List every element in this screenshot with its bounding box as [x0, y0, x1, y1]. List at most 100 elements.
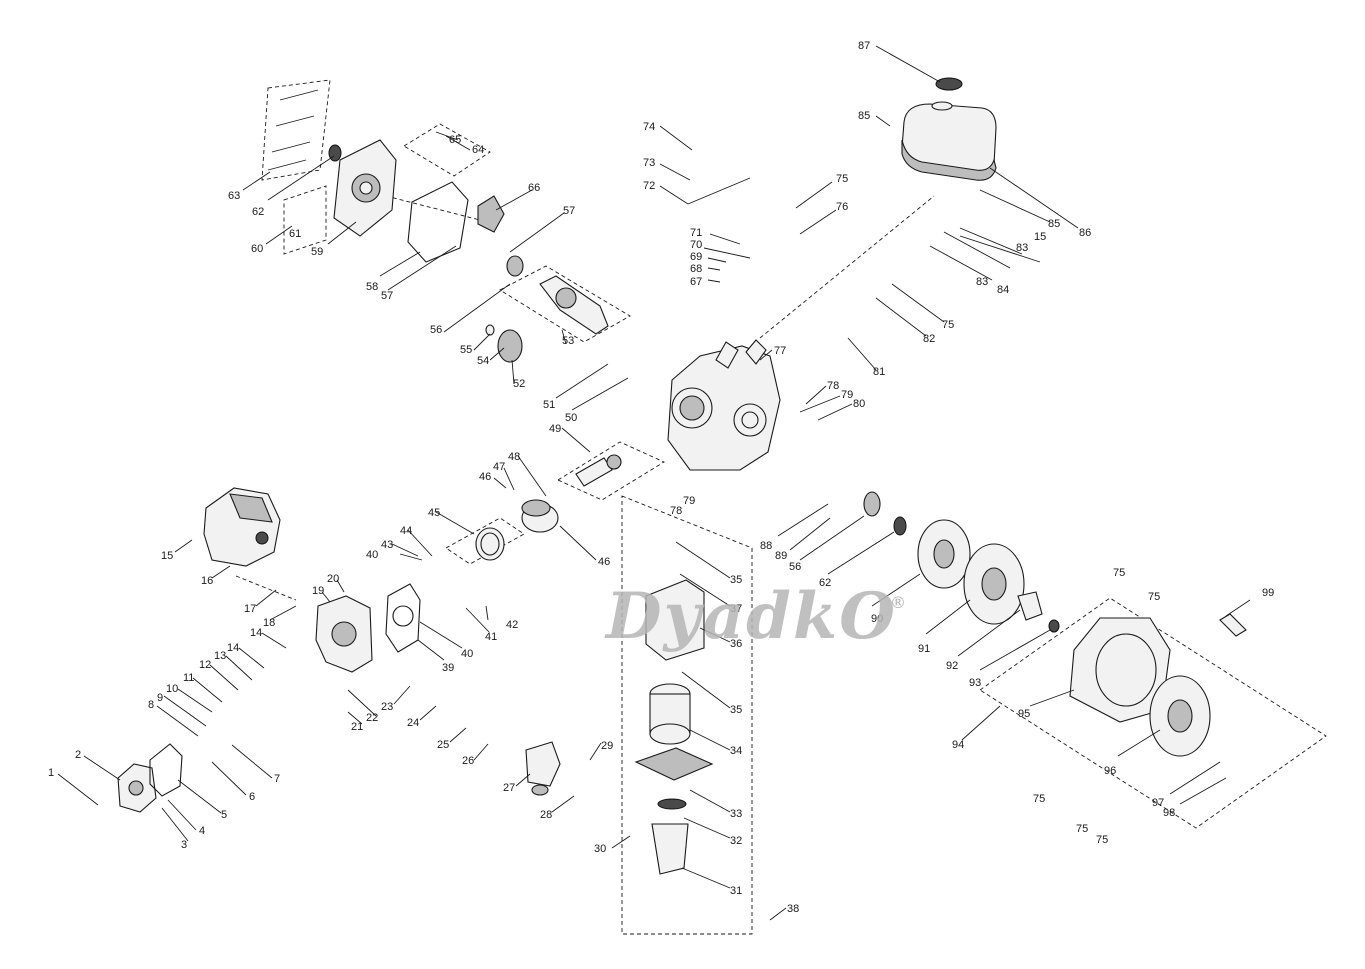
gasket-58: [407, 181, 469, 263]
fuel-tank-base: [901, 139, 997, 181]
callout-46b: 46: [598, 556, 610, 568]
callout-55: 55: [460, 344, 472, 356]
callout-16: 16: [201, 575, 213, 587]
callout-40a: 40: [461, 648, 473, 660]
callout-9: 9: [157, 692, 163, 704]
head-valve-seat: [331, 621, 357, 647]
callout-33: 33: [730, 808, 742, 820]
piston-crown: [521, 499, 551, 517]
muffler-outlet: [255, 531, 269, 545]
callout-93: 93: [969, 677, 981, 689]
callout-48: 48: [508, 451, 520, 463]
group-outline-64-65: [403, 123, 491, 177]
callout-73: 73: [643, 157, 655, 169]
watermark-registered-symbol: ®: [890, 593, 906, 612]
cylinder-bore-inner: [679, 395, 705, 421]
callout-5: 5: [221, 809, 227, 821]
callout-75c: 75: [1113, 567, 1125, 579]
callout-62a: 62: [252, 206, 264, 218]
muffler-shield: [229, 493, 273, 523]
callout-50: 50: [565, 412, 577, 424]
air-filter-seal: [657, 798, 687, 810]
callout-39: 39: [442, 662, 454, 674]
callout-68: 68: [690, 263, 702, 275]
callout-25: 25: [437, 739, 449, 751]
callout-81: 81: [873, 366, 885, 378]
callout-63: 63: [228, 190, 240, 202]
callout-19: 19: [312, 585, 324, 597]
side-cover-boss-inner: [359, 181, 373, 195]
callout-27: 27: [503, 782, 515, 794]
callout-6: 6: [249, 791, 255, 803]
callout-37: 37: [730, 603, 742, 615]
callout-99: 99: [1262, 587, 1274, 599]
crank-gear: [477, 195, 505, 233]
callout-60: 60: [251, 243, 263, 255]
flywheel-hub: [933, 539, 955, 569]
rocker-gasket: [149, 743, 183, 797]
group-outline-60-61: [283, 185, 327, 255]
callout-14b: 14: [250, 627, 262, 639]
callout-57a: 57: [381, 290, 393, 302]
callout-69: 69: [690, 251, 702, 263]
callout-83b: 83: [1016, 242, 1028, 254]
guide-line-muffler: [235, 575, 297, 601]
callout-64: 64: [472, 144, 484, 156]
callout-44: 44: [400, 525, 412, 537]
callout-35a: 35: [730, 704, 742, 716]
callout-86: 86: [1079, 227, 1091, 239]
callout-26: 26: [462, 755, 474, 767]
callout-95: 95: [1018, 708, 1030, 720]
callout-67: 67: [690, 276, 702, 288]
callout-42: 42: [506, 619, 518, 631]
callout-labels: 1 2 3 4 5 6 7 8 9 10 11 12 13 14 14 15 1…: [48, 40, 1274, 915]
air-filter-housing: [651, 823, 689, 875]
group-outline-connecting-rod: [557, 441, 665, 501]
bearing-56-right: [863, 491, 881, 517]
fuel-cap-87: [935, 77, 963, 91]
leader-lines: [57, 45, 1251, 921]
callout-85b: 85: [1048, 218, 1060, 230]
callout-2: 2: [75, 749, 81, 761]
callout-32: 32: [730, 835, 742, 847]
air-filter-cover: [645, 579, 705, 661]
o-ring-55: [485, 324, 495, 336]
callout-97: 97: [1152, 797, 1164, 809]
callout-91: 91: [918, 643, 930, 655]
callout-43: 43: [381, 539, 393, 551]
callout-78a: 78: [827, 380, 839, 392]
callout-51: 51: [543, 399, 555, 411]
callout-21: 21: [351, 721, 363, 733]
callout-47: 47: [493, 461, 505, 473]
carburetor: [525, 741, 561, 787]
callout-24: 24: [407, 717, 419, 729]
air-filter-element-bottom: [649, 723, 691, 745]
callout-12: 12: [199, 659, 211, 671]
parts: [117, 77, 1247, 875]
callout-15b: 15: [1034, 231, 1046, 243]
guide-line-tank: [759, 195, 935, 339]
callout-23: 23: [381, 701, 393, 713]
starter-handle: [1219, 613, 1247, 637]
callout-80: 80: [853, 398, 865, 410]
carb-bowl: [531, 784, 549, 796]
crankshaft: [539, 275, 609, 335]
callout-84: 84: [997, 284, 1009, 296]
callout-8: 8: [148, 699, 154, 711]
group-outlines: [235, 79, 1327, 935]
group-outline-fan-cover: [979, 597, 1327, 829]
callout-49: 49: [549, 423, 561, 435]
callout-96: 96: [1104, 765, 1116, 777]
group-outline-piston-rings: [445, 517, 525, 565]
callout-34: 34: [730, 745, 742, 757]
callout-56a: 56: [430, 324, 442, 336]
callout-76: 76: [836, 201, 848, 213]
air-filter-base: [634, 747, 714, 781]
callout-79a: 79: [841, 389, 853, 401]
callout-89: 89: [775, 550, 787, 562]
callout-75g: 75: [1096, 834, 1108, 846]
fan-cover-opening: [1095, 633, 1157, 707]
piston-rings-inner: [480, 532, 500, 556]
conrod-cap: [606, 454, 622, 470]
